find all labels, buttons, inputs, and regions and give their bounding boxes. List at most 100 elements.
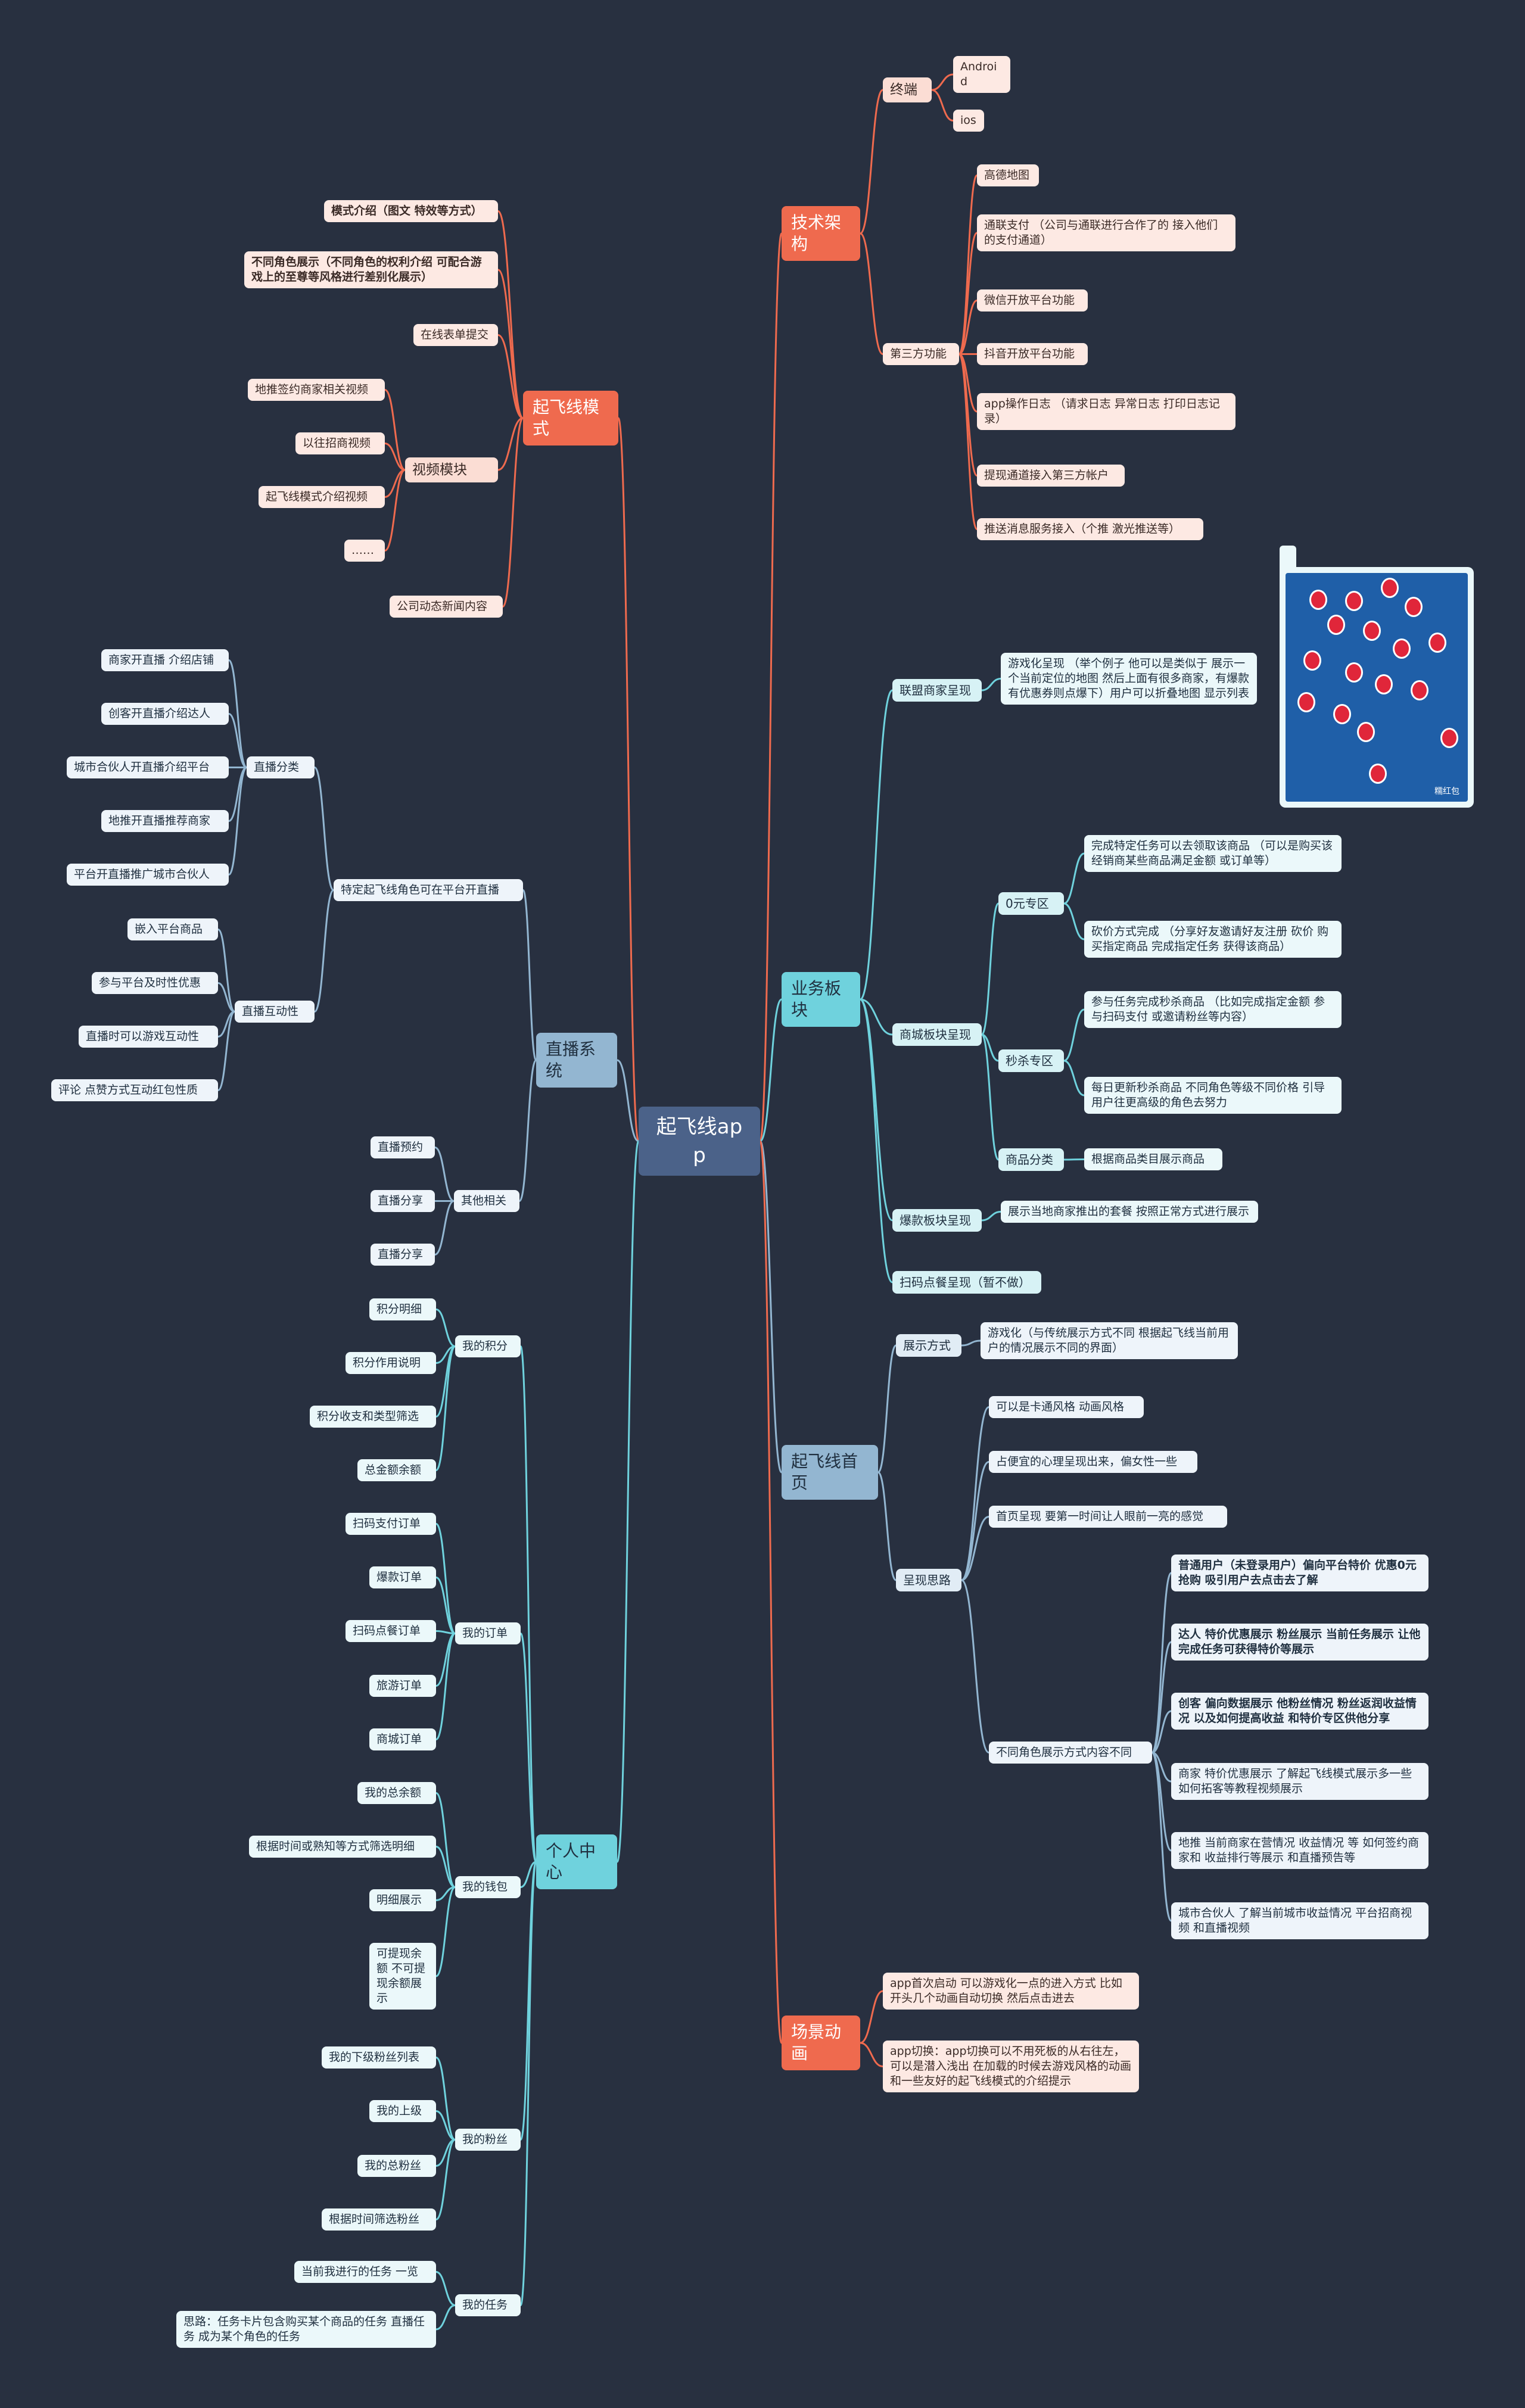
leaf-role-1[interactable]: 达人 特价优惠展示 粉丝展示 当前任务展示 让他完成任务可获得特价等展示 bbox=[1171, 1624, 1428, 1661]
node-zero-zone[interactable]: 0元专区 bbox=[998, 892, 1064, 915]
leaf-role-3[interactable]: 商家 特价优惠展示 了解起飞线模式展示多一些 如何拓客等教程视频展示 bbox=[1171, 1763, 1428, 1800]
leaf-video-2[interactable]: 起飞线模式介绍视频 bbox=[259, 486, 385, 508]
branch-business[interactable]: 业务板块 bbox=[782, 972, 860, 1027]
connector-leaf-wallet-3 bbox=[435, 1886, 456, 1977]
leaf-wallet-2[interactable]: 明细展示 bbox=[369, 1889, 436, 1911]
leaf-mode-form[interactable]: 在线表单提交 bbox=[413, 324, 498, 346]
leaf-role-0[interactable]: 普通用户（未登录用户）偏向平台特价 优惠0元抢购 吸引用户去点击去了解 bbox=[1171, 1555, 1428, 1591]
leaf-live-int-2[interactable]: 直播时可以游戏互动性 bbox=[79, 1026, 218, 1048]
node-mall[interactable]: 商城板块呈现 bbox=[892, 1023, 982, 1046]
leaf-mode-intro[interactable]: 模式介绍（图文 特效等方式） bbox=[324, 200, 498, 222]
leaf-live-cat-0[interactable]: 商家开直播 介绍店铺 bbox=[101, 649, 229, 671]
node-tasks[interactable]: 我的任务 bbox=[455, 2294, 521, 2316]
root-node[interactable]: 起飞线app bbox=[639, 1107, 760, 1176]
branch-mode[interactable]: 起飞线模式 bbox=[523, 391, 618, 446]
node-video[interactable]: 视频模块 bbox=[405, 457, 498, 482]
node-wallet[interactable]: 我的钱包 bbox=[455, 1876, 521, 1898]
node-flash-zone[interactable]: 秒杀专区 bbox=[998, 1049, 1064, 1072]
branch-center[interactable]: 个人中心 bbox=[536, 1834, 617, 1889]
leaf-role-4[interactable]: 地推 当前商家在营情况 收益情况 等 如何签约商家和 收益排行等展示 和直播预告… bbox=[1171, 1832, 1428, 1869]
node-display[interactable]: 展示方式 bbox=[896, 1334, 961, 1357]
leaf-wallet-3[interactable]: 可提现余额 不可提现余额展示 bbox=[369, 1943, 436, 2010]
leaf-third-0[interactable]: 高德地图 bbox=[977, 164, 1039, 186]
leaf-live-cat-3[interactable]: 地推开直播推荐商家 bbox=[101, 810, 229, 832]
leaf-orders-2[interactable]: 扫码点餐订单 bbox=[346, 1620, 436, 1642]
leaf-points-1[interactable]: 积分作用说明 bbox=[346, 1352, 436, 1374]
leaf-idea-1[interactable]: 占便宜的心理呈现出来，偏女性一些 bbox=[989, 1451, 1197, 1473]
leaf-video-1[interactable]: 以往招商视频 bbox=[295, 432, 385, 454]
leaf-live-other-2[interactable]: 直播分享 bbox=[371, 1244, 435, 1266]
leaf-mode-news[interactable]: 公司动态新闻内容 bbox=[390, 596, 503, 618]
node-live-cat[interactable]: 直播分类 bbox=[247, 756, 315, 778]
leaf-orders-4[interactable]: 商城订单 bbox=[369, 1728, 436, 1750]
leaf-zero-1[interactable]: 砍价方式完成 （分享好友邀请好友注册 砍价 购买指定商品 完成指定任务 获得该商… bbox=[1084, 921, 1342, 958]
leaf-third-4[interactable]: app操作日志 （请求日志 异常日志 打印日志记录） bbox=[977, 393, 1235, 430]
leaf-live-int-3[interactable]: 评论 点赞方式互动红包性质 bbox=[51, 1079, 218, 1101]
leaf-android[interactable]: Android bbox=[953, 56, 1010, 93]
node-alliance[interactable]: 联盟商家呈现 bbox=[892, 679, 982, 702]
leaf-orders-1[interactable]: 爆款订单 bbox=[369, 1566, 436, 1588]
leaf-third-6[interactable]: 推送消息服务接入（个推 激光推送等） bbox=[977, 518, 1203, 540]
leaf-tasks-1[interactable]: 思路：任务卡片包含购买某个商品的任务 直播任务 成为某个角色的任务 bbox=[176, 2311, 436, 2348]
leaf-third-2[interactable]: 微信开放平台功能 bbox=[977, 289, 1088, 311]
node-hot[interactable]: 爆款板块呈现 bbox=[892, 1209, 982, 1232]
node-live-other[interactable]: 其他相关 bbox=[454, 1190, 519, 1212]
leaf-wallet-1[interactable]: 根据时间或熟知等方式筛选明细 bbox=[249, 1836, 436, 1858]
node-fans[interactable]: 我的粉丝 bbox=[455, 2129, 521, 2151]
leaf-live-cat-2[interactable]: 城市合伙人开直播介绍平台 bbox=[67, 756, 229, 778]
node-orders[interactable]: 我的订单 bbox=[455, 1622, 521, 1644]
node-roles[interactable]: 不同角色展示方式内容不同 bbox=[989, 1742, 1152, 1764]
leaf-live-int-1[interactable]: 参与平台及时性优惠 bbox=[92, 972, 218, 994]
leaf-flash-1[interactable]: 每日更新秒杀商品 不同角色等级不同价格 引导用户往更高级的角色去努力 bbox=[1084, 1077, 1342, 1114]
leaf-wallet-0[interactable]: 我的总余额 bbox=[357, 1782, 436, 1804]
leaf-fans-3[interactable]: 根据时间筛选粉丝 bbox=[322, 2208, 436, 2231]
node-idea[interactable]: 呈现思路 bbox=[896, 1569, 961, 1591]
leaf-role-2[interactable]: 创客 偏向数据展示 他粉丝情况 粉丝返润收益情况 以及如何提高收益 和特价专区供… bbox=[1171, 1693, 1428, 1730]
node-live-interact[interactable]: 直播互动性 bbox=[235, 1001, 315, 1023]
leaf-third-3[interactable]: 抖音开放平台功能 bbox=[977, 343, 1088, 365]
leaf-scene-0[interactable]: app首次启动 可以游戏化一点的进入方式 比如开头几个动画自动切换 然后点击进去 bbox=[883, 1973, 1139, 2010]
leaf-live-cat-1[interactable]: 创客开直播介绍达人 bbox=[101, 703, 229, 725]
node-category[interactable]: 商品分类 bbox=[998, 1148, 1064, 1171]
branch-tech[interactable]: 技术架构 bbox=[782, 206, 860, 261]
leaf-orders-0[interactable]: 扫码支付订单 bbox=[346, 1513, 436, 1535]
leaf-alliance-detail[interactable]: 游戏化呈现 （举个例子 他可以是类似于 展示一个当前定位的地图 然后上面有很多商… bbox=[1001, 653, 1257, 705]
leaf-orders-3[interactable]: 旅游订单 bbox=[369, 1675, 436, 1697]
branch-home[interactable]: 起飞线首页 bbox=[782, 1445, 878, 1500]
leaf-points-2[interactable]: 积分收支和类型筛选 bbox=[310, 1406, 436, 1428]
leaf-points-0[interactable]: 积分明细 bbox=[369, 1298, 436, 1320]
leaf-live-int-0[interactable]: 嵌入平台商品 bbox=[127, 918, 218, 940]
leaf-third-1[interactable]: 通联支付 （公司与通联进行合作了的 接入他们的支付通道） bbox=[977, 214, 1235, 251]
leaf-fans-0[interactable]: 我的下级粉丝列表 bbox=[322, 2046, 436, 2069]
branch-scene[interactable]: 场景动画 bbox=[782, 2016, 860, 2070]
connector-node-category bbox=[981, 1033, 1000, 1161]
leaf-fans-1[interactable]: 我的上级 bbox=[369, 2100, 436, 2122]
leaf-live-cat-4[interactable]: 平台开直播推广城市合伙人 bbox=[67, 864, 229, 886]
leaf-fans-2[interactable]: 我的总粉丝 bbox=[357, 2155, 436, 2177]
leaf-third-5[interactable]: 提现通道接入第三方帐户 bbox=[977, 465, 1125, 487]
leaf-live-other-0[interactable]: 直播预约 bbox=[371, 1136, 435, 1158]
leaf-idea-2[interactable]: 首页呈现 要第一时间让人眼前一亮的感觉 bbox=[989, 1506, 1227, 1528]
leaf-hot-detail[interactable]: 展示当地商家推出的套餐 按照正常方式进行展示 bbox=[1001, 1201, 1258, 1223]
leaf-category[interactable]: 根据商品类目展示商品 bbox=[1084, 1148, 1222, 1170]
leaf-mode-roles[interactable]: 不同角色展示（不同角色的权利介绍 可配合游戏上的至尊等风格进行差别化展示） bbox=[244, 251, 498, 288]
node-terminal[interactable]: 终端 bbox=[883, 77, 932, 102]
leaf-zero-0[interactable]: 完成特定任务可以去领取该商品 （可以是购买该经销商某些商品满足金额 或订单等） bbox=[1084, 835, 1342, 872]
leaf-video-3[interactable]: …… bbox=[344, 540, 385, 562]
leaf-role-5[interactable]: 城市合伙人 了解当前城市收益情况 平台招商视频 和直播视频 bbox=[1171, 1902, 1428, 1939]
leaf-live-other-1[interactable]: 直播分享 bbox=[371, 1190, 435, 1212]
branch-live[interactable]: 直播系统 bbox=[536, 1033, 617, 1088]
leaf-points-3[interactable]: 总金额余额 bbox=[357, 1459, 436, 1481]
node-scan[interactable]: 扫码点餐呈现（暂不做） bbox=[892, 1271, 1041, 1294]
leaf-scene-1[interactable]: app切换：app切换可以不用死板的从右往左，可以是潜入浅出 在加载的时候去游戏… bbox=[883, 2041, 1139, 2092]
leaf-ios[interactable]: ios bbox=[953, 110, 984, 132]
leaf-idea-0[interactable]: 可以是卡通风格 动画风格 bbox=[989, 1396, 1144, 1418]
node-live-specific[interactable]: 特定起飞线角色可在平台开直播 bbox=[334, 879, 523, 901]
leaf-display-detail[interactable]: 游戏化（与传统展示方式不同 根据起飞线当前用户的情况展示不同的界面） bbox=[981, 1322, 1238, 1359]
connector-leaf-points-0 bbox=[435, 1309, 456, 1347]
leaf-tasks-0[interactable]: 当前我进行的任务 一览 bbox=[294, 2261, 436, 2283]
leaf-flash-0[interactable]: 参与任务完成秒杀商品 （比如完成指定金额 参与扫码支付 或邀请粉丝等内容） bbox=[1084, 991, 1342, 1028]
node-third-party[interactable]: 第三方功能 bbox=[883, 343, 959, 365]
leaf-video-0[interactable]: 地推签约商家相关视频 bbox=[248, 379, 385, 401]
node-points[interactable]: 我的积分 bbox=[455, 1335, 521, 1357]
